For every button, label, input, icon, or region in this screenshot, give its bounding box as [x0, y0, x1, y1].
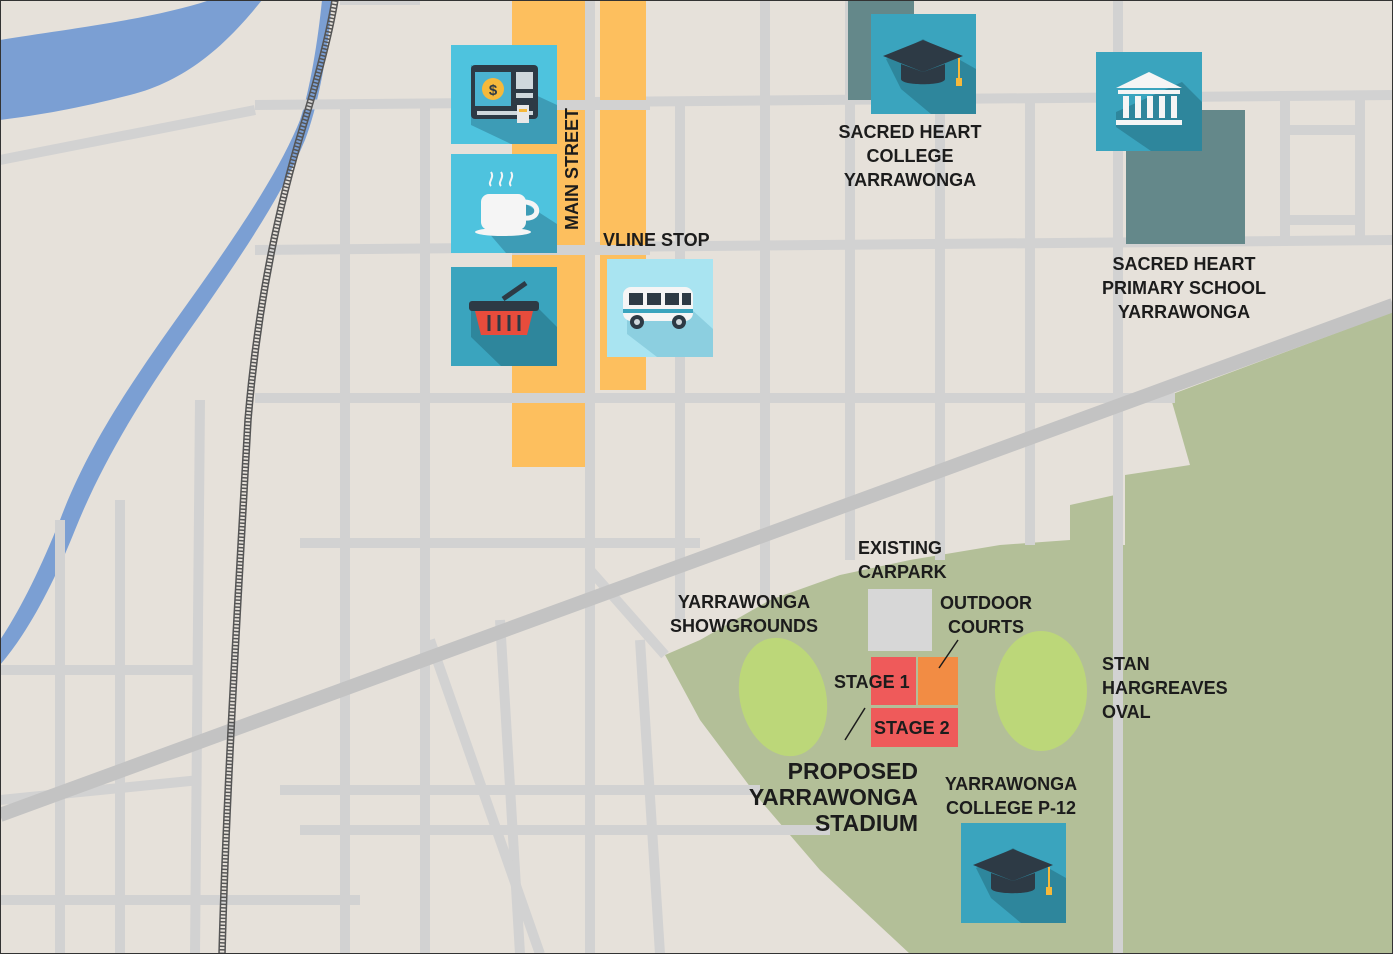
- outdoor-courts-area: [918, 657, 958, 705]
- shopping-basket-icon[interactable]: [451, 267, 557, 366]
- existing-carpark: [868, 589, 932, 651]
- sacred-heart-primary-label: SACRED HEART PRIMARY SCHOOL YARRAWONGA: [1101, 254, 1266, 322]
- svg-text:$: $: [489, 82, 498, 99]
- showgrounds-label: YARRAWONGA SHOWGROUNDS: [670, 592, 818, 636]
- river: [0, 0, 262, 120]
- stage-1-label: STAGE 1: [834, 672, 910, 692]
- atm-icon[interactable]: $: [451, 45, 557, 144]
- stage-2-area: [871, 708, 958, 747]
- outdoor-courts-label: OUTDOOR COURTS: [940, 593, 1032, 637]
- vline-stop-label: VLINE STOP: [603, 230, 710, 250]
- yarrawonga-college-label: YARRAWONGA COLLEGE P-12: [944, 774, 1078, 818]
- park-area: [665, 312, 1393, 954]
- main-street-label: MAIN STREET: [562, 107, 582, 230]
- building-columns-icon[interactable]: [1096, 52, 1202, 151]
- coffee-cup-icon[interactable]: [451, 154, 557, 253]
- graduation-cap-icon[interactable]: [871, 14, 976, 114]
- showgrounds-oval: [738, 637, 828, 757]
- river-lower: [0, 0, 332, 665]
- yarrawonga-college-icon[interactable]: [961, 823, 1066, 923]
- sacred-heart-college-label: SACRED HEART COLLEGE YARRAWONGA: [838, 122, 982, 190]
- stage-2-label: STAGE 2: [874, 718, 950, 738]
- courts-leader-line: [938, 639, 959, 669]
- stadium-leader-line: [844, 707, 866, 741]
- proposed-stadium-label: PROPOSED YARRAWONGA STADIUM: [748, 758, 918, 836]
- stan-hargreaves-oval: [995, 631, 1087, 751]
- stage-1-area: [871, 657, 916, 705]
- bus-icon[interactable]: [607, 259, 713, 357]
- railway: [219, 0, 338, 954]
- existing-carpark-label: EXISTING CARPARK: [858, 538, 947, 582]
- stan-hargreaves-label: STAN HARGREAVES OVAL: [1102, 654, 1228, 722]
